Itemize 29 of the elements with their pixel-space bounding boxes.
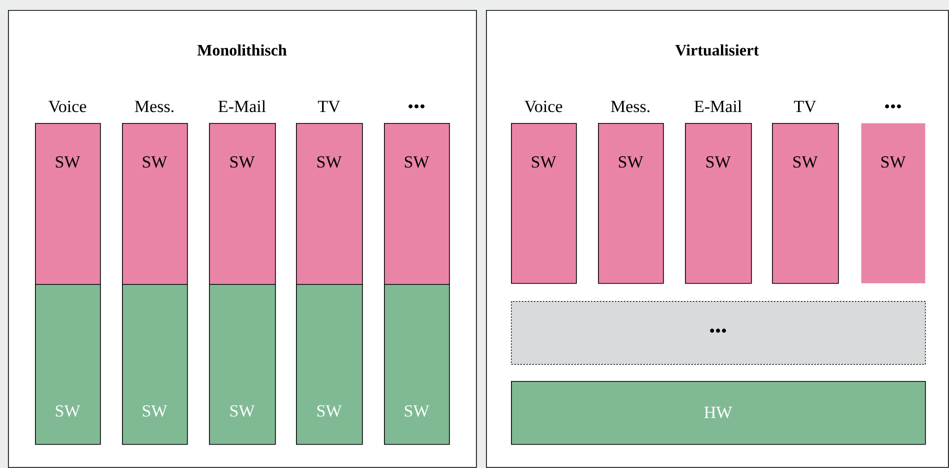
software-block: SW [384, 284, 450, 445]
software-block: SW [772, 123, 839, 284]
software-block: SW [861, 123, 926, 284]
software-block: SW [122, 123, 188, 285]
software-block: SW [209, 123, 276, 285]
column-label: Voice [524, 100, 562, 112]
software-block: SW [35, 123, 101, 285]
virtualization-layer: ••• [511, 301, 926, 365]
panel-title: Virtualisiert [675, 44, 759, 56]
software-block: SW [296, 123, 363, 285]
column-label: ••• [408, 104, 424, 108]
column-label: ••• [885, 104, 901, 108]
column-label: Mess. [610, 100, 650, 112]
column-label: TV [794, 100, 816, 112]
panel-title: Monolithisch [197, 44, 287, 56]
column-label: Voice [48, 100, 86, 112]
software-block: SW [296, 284, 363, 445]
column-label: Mess. [134, 100, 174, 112]
software-block: SW [384, 123, 450, 285]
software-block: SW [511, 123, 577, 284]
column-label: E-Mail [694, 100, 742, 112]
software-block: SW [209, 284, 276, 445]
software-block: SW [598, 123, 664, 284]
hardware-block: HW [511, 381, 926, 445]
column-label: E-Mail [218, 100, 266, 112]
software-block: SW [685, 123, 752, 284]
software-block: SW [35, 284, 101, 445]
column-label: TV [318, 100, 340, 112]
software-block: SW [122, 284, 188, 445]
